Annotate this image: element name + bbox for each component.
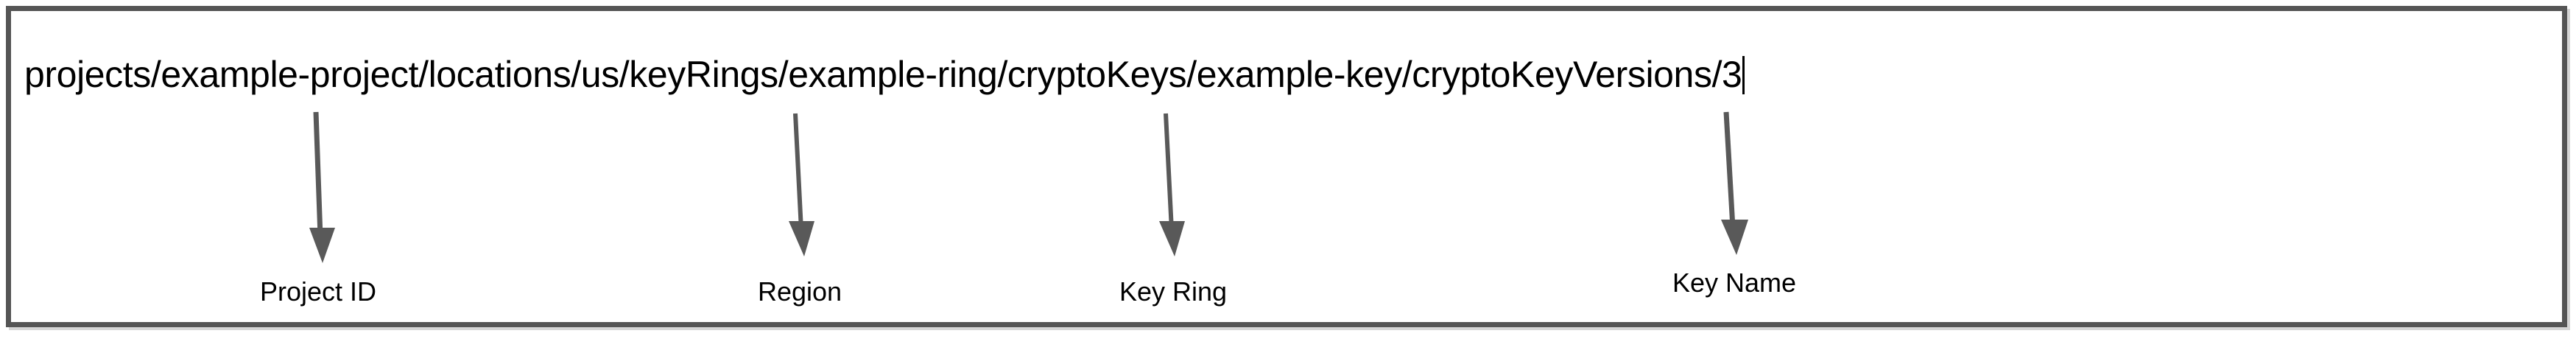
callout-label-project-id: Project ID [259, 276, 377, 307]
callout-label-region: Region [757, 276, 842, 307]
resource-path-value: projects/example-project/locations/us/ke… [24, 54, 1742, 95]
text-cursor-caret [1742, 56, 1745, 94]
resource-name-frame: projects/example-project/locations/us/ke… [6, 6, 2567, 327]
callout-label-key-ring: Key Ring [1119, 276, 1228, 307]
callout-label-key-name: Key Name [1672, 268, 1797, 298]
resource-path-text[interactable]: projects/example-project/locations/us/ke… [24, 54, 1745, 95]
